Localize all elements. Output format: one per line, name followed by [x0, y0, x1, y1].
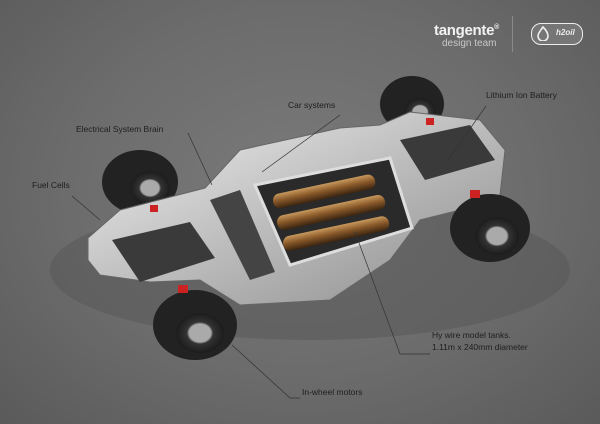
brand-mark: ® [494, 24, 499, 31]
brand-name: tangente [434, 22, 495, 39]
leader-lines [71, 105, 487, 399]
label-tanks-line2: 1.11m x 240mm diameter [432, 342, 528, 352]
wheel-front-right [450, 190, 530, 262]
partner-logo-text: h2oil [556, 28, 575, 37]
partner-logo [531, 23, 583, 45]
electrical-brain-panel [210, 190, 275, 280]
rear-caliper [150, 205, 158, 212]
fuel-cell-panel [112, 222, 215, 282]
label-tanks-line1: Hy wire model tanks. [432, 330, 511, 340]
label-car-systems: Car systems [288, 100, 336, 110]
brand-logo: tangente® [434, 22, 499, 39]
rear-caliper [426, 118, 434, 125]
hydrogen-tanks [272, 174, 390, 251]
wheel-rear-left [102, 150, 178, 214]
label-lithium-ion-battery: Lithium Ion Battery [486, 90, 557, 100]
wheel-front-left [153, 285, 237, 360]
brand-subtitle: design team [442, 38, 497, 49]
label-electrical-system-brain: Electrical System Brain [76, 124, 164, 134]
logo-divider [512, 16, 513, 52]
drop-icon [537, 25, 549, 41]
label-in-wheel-motors: In-wheel motors [302, 387, 363, 397]
battery-panel [400, 125, 495, 180]
label-fuel-cells: Fuel Cells [32, 180, 70, 190]
